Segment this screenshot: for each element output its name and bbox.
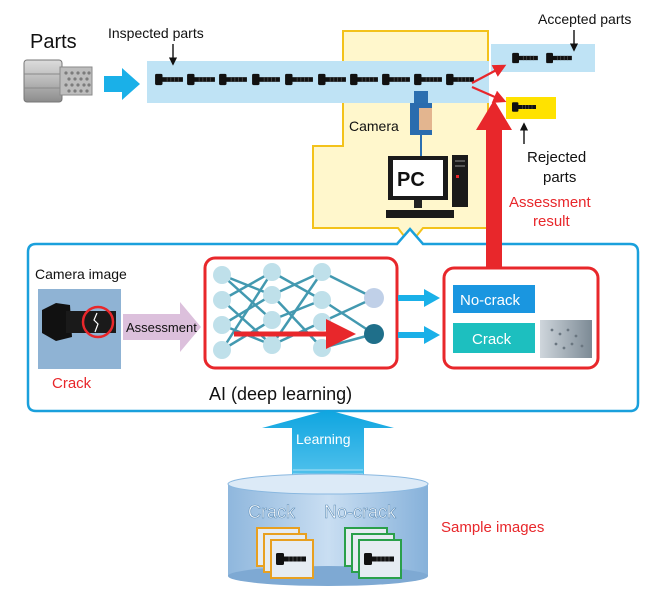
accepted-sort-arrow-icon: [471, 64, 507, 84]
pc-monitor-icon: [388, 156, 448, 208]
crack-result: [453, 323, 535, 353]
rejected-parts-label-line2: parts: [543, 169, 576, 186]
camera-label: Camera: [349, 118, 399, 134]
output-arrow-no-crack-icon: [398, 289, 440, 307]
sample-images-label: Sample images: [441, 519, 544, 536]
ai-title: AI (deep learning): [209, 384, 352, 404]
no-crack-result: [453, 285, 535, 313]
assessment-arrow-icon: [123, 302, 201, 352]
conveyor-belt: [147, 61, 489, 103]
learning-arrow-icon: [262, 410, 394, 488]
assessment-result-label-line1: Assessment: [509, 194, 592, 211]
learning-label: Learning: [296, 431, 351, 447]
accepted-belt: [491, 44, 595, 72]
crack-sample-stack: [256, 527, 314, 579]
db-crack-label: Crack: [248, 502, 296, 522]
keyboard-icon: [386, 210, 454, 218]
crack-result-label: Crack: [472, 331, 512, 348]
crack-thumbnail: [540, 320, 592, 358]
db-no-crack-label: No-crack: [324, 502, 397, 522]
no-crack-sample-stack: [344, 527, 402, 579]
result-arrow-icon: [476, 100, 512, 268]
feed-arrow-icon: [104, 68, 140, 100]
crack-caption: Crack: [52, 375, 92, 392]
neural-network-box: [203, 256, 399, 370]
output-node-crack: [364, 324, 384, 344]
camera-image: [38, 289, 121, 369]
rejected-parts-label-line1: Rejected: [527, 149, 586, 166]
camera-image-label: Camera image: [35, 266, 127, 282]
assessment-label: Assessment: [126, 320, 197, 335]
no-crack-result-label: No-crack: [460, 292, 521, 309]
bolt-icon: [23, 59, 93, 103]
output-arrow-crack-icon: [398, 326, 440, 344]
pc-label: PC: [397, 169, 425, 191]
pc-tower-icon: [452, 155, 468, 207]
parts-label: Parts: [30, 31, 77, 53]
neural-network-nodes: [213, 263, 384, 359]
crack-marker-icon: [81, 305, 115, 339]
assessment-result-label-line2: result: [533, 213, 571, 230]
inspected-parts-label: Inspected parts: [108, 25, 204, 41]
rejected-sort-arrow-icon: [471, 85, 507, 103]
accepted-parts-label: Accepted parts: [538, 11, 631, 27]
